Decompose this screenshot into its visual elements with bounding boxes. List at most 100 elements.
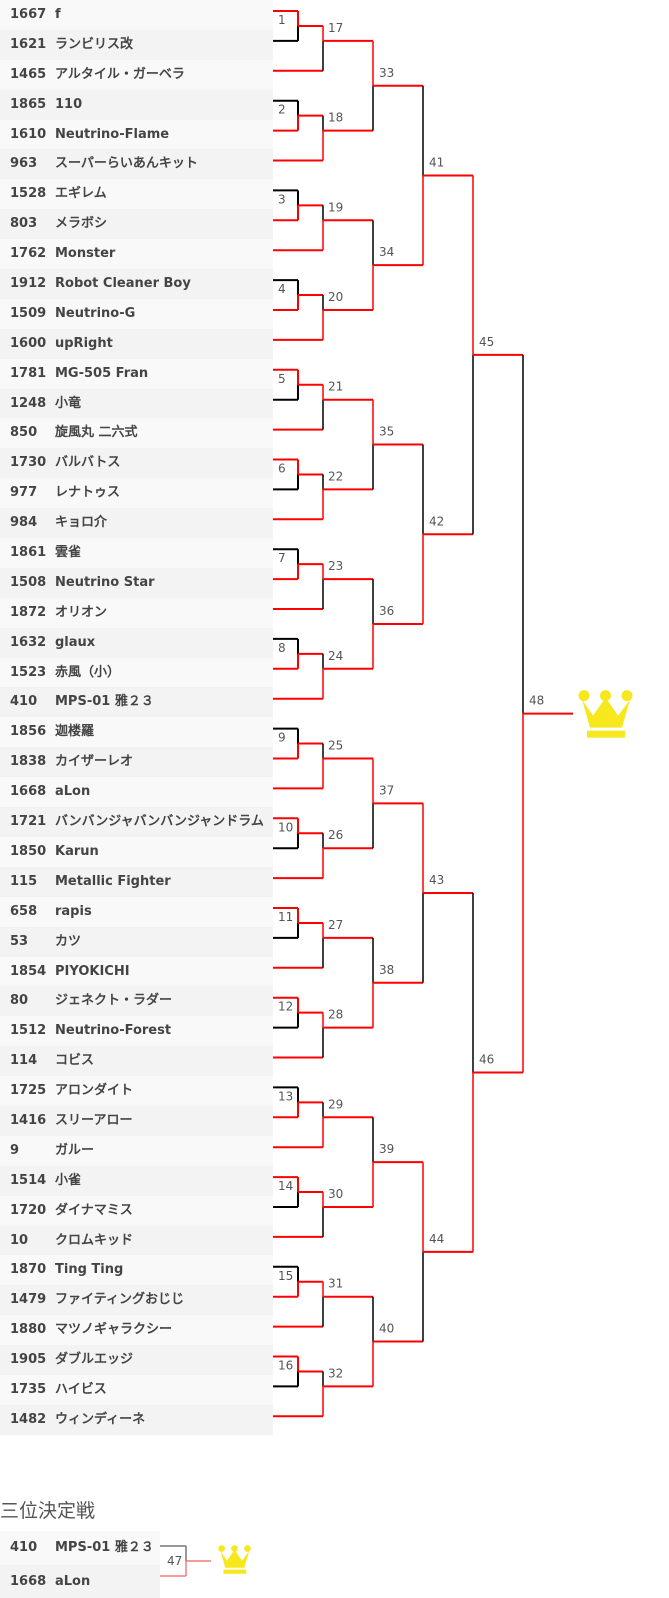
entrant-row[interactable]: 410 MPS-01 雅２３ bbox=[0, 687, 273, 718]
match-number: 13 bbox=[278, 1089, 293, 1103]
entrant-row[interactable]: 963 スーパーらいあんキット bbox=[0, 149, 273, 180]
entrant-name: aLon bbox=[55, 1573, 91, 1589]
entrant-name: Metallic Fighter bbox=[55, 873, 171, 889]
match-number: 31 bbox=[328, 1277, 343, 1291]
entrant-name: f bbox=[55, 7, 61, 22]
entrant-name: rapis bbox=[55, 903, 92, 919]
entrant-name: Neutrino-G bbox=[55, 305, 136, 321]
entrant-name: オリオン bbox=[55, 604, 108, 620]
match-number: 46 bbox=[479, 1052, 494, 1066]
match-number: 30 bbox=[328, 1187, 343, 1201]
entrant-name: aLon bbox=[55, 784, 91, 800]
third-place-title: 三位決定戦 bbox=[0, 1500, 96, 1522]
entrant-name: バルバトス bbox=[55, 455, 121, 471]
match-number: 44 bbox=[429, 1232, 444, 1246]
match-number: 6 bbox=[278, 462, 286, 476]
entrant-id: 984 bbox=[10, 515, 38, 531]
entrant-id: 1600 bbox=[10, 335, 47, 351]
entrant-id: 1870 bbox=[10, 1262, 47, 1278]
entrant-name: カツ bbox=[55, 933, 82, 949]
entrant-name: エギレム bbox=[55, 186, 107, 202]
entrant-id: 1610 bbox=[10, 126, 47, 142]
entrant-row[interactable]: 1667 f bbox=[0, 0, 273, 30]
entrant-id: 803 bbox=[10, 216, 38, 232]
third-place-entrants: 410 MPS-01 雅２３ 1668 aLon bbox=[0, 1531, 160, 1598]
entrant-row[interactable]: 410 MPS-01 雅２３ bbox=[0, 1531, 160, 1565]
entrant-name: ジェネクト・ラダー bbox=[55, 993, 173, 1009]
entrant-name: 迦楼羅 bbox=[55, 724, 95, 740]
entrant-name: ダイナマミス bbox=[55, 1202, 133, 1218]
entrant-name: クロムキッド bbox=[55, 1232, 134, 1248]
entrant-id: 410 bbox=[10, 694, 38, 710]
match-number: 47 bbox=[167, 1554, 182, 1568]
entrant-id: 1667 bbox=[10, 7, 47, 22]
entrant-id: 963 bbox=[10, 156, 38, 172]
entrant-name: MPS-01 雅２３ bbox=[55, 694, 154, 710]
entrant-name: メラボシ bbox=[55, 216, 108, 232]
match-number: 9 bbox=[278, 731, 286, 745]
entrant-name: アルタイル・ガーベラ bbox=[55, 66, 185, 82]
match-number: 2 bbox=[278, 103, 286, 117]
entrant-row[interactable]: 1668 aLon bbox=[0, 1564, 160, 1598]
entrant-name: Monster bbox=[55, 246, 116, 262]
match-number: 32 bbox=[328, 1366, 343, 1380]
entrant-id: 1912 bbox=[10, 276, 47, 292]
entrant-id: 1730 bbox=[10, 455, 47, 471]
entrant-row[interactable]: 1730 バルバトス bbox=[0, 448, 273, 479]
entrant-id: 1479 bbox=[10, 1292, 47, 1308]
entrant-name: Neutrino-Forest bbox=[55, 1023, 172, 1039]
entrant-name: アロンダイト bbox=[55, 1083, 134, 1099]
entrant-name: 110 bbox=[55, 96, 83, 112]
match-number: 24 bbox=[328, 649, 343, 663]
entrant-row[interactable]: 803 メラボシ bbox=[0, 209, 273, 240]
entrant-id: 1721 bbox=[10, 814, 47, 830]
entrant-id: 1861 bbox=[10, 545, 47, 561]
match-number: 7 bbox=[278, 551, 286, 565]
entrant-name: スーパーらいあんキット bbox=[55, 156, 198, 172]
